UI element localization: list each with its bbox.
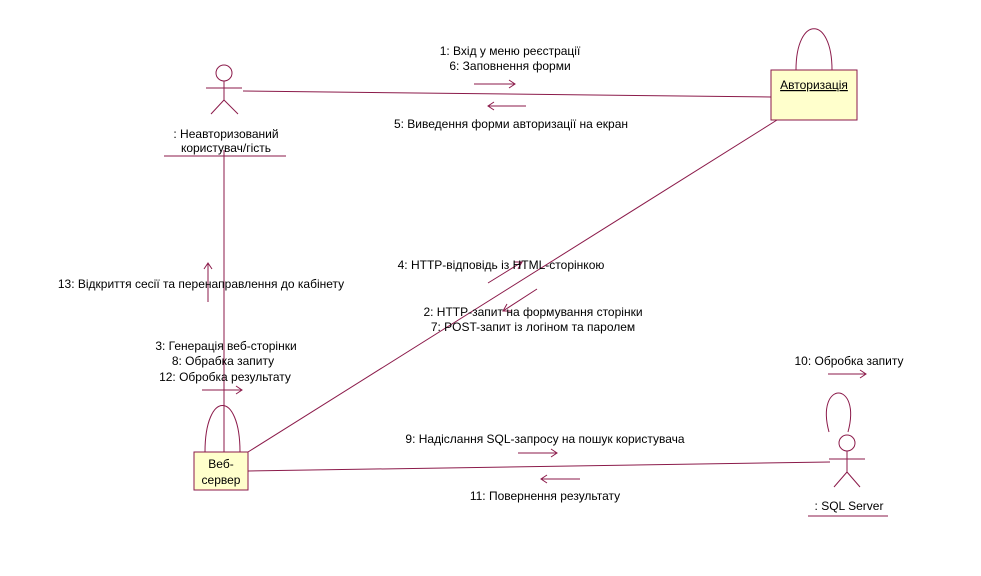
auth-object-label: Авторизація bbox=[780, 78, 848, 92]
arrow-m11 bbox=[540, 474, 580, 484]
message-7: 7: POST-запит із логіном та паролем bbox=[431, 320, 635, 334]
message-3: 3: Генерація веб-сторінки bbox=[155, 339, 296, 353]
message-12: 12: Обробка результату bbox=[159, 370, 291, 384]
auth-object-box bbox=[770, 69, 858, 121]
arrow-m5 bbox=[487, 101, 526, 111]
sql-actor-icon[interactable] bbox=[825, 392, 865, 488]
arrow-m1-m6 bbox=[474, 79, 516, 89]
auth-object[interactable]: Авторизація bbox=[770, 28, 858, 121]
arrow-m10 bbox=[828, 369, 867, 379]
message-8: 8: Обрабка запиту bbox=[172, 354, 274, 368]
guest-actor-icon[interactable] bbox=[206, 64, 242, 115]
message-6: 6: Заповнення форми bbox=[449, 59, 570, 73]
link-webserver-sql bbox=[247, 461, 831, 472]
webserver-object-box bbox=[193, 451, 249, 491]
webserver-label-line1: Веб- bbox=[208, 457, 233, 471]
message-2: 2: HTTP-запит на формування сторінки bbox=[423, 305, 642, 319]
message-11: 11: Повернення результату bbox=[470, 489, 620, 503]
message-10: 10: Обробка запиту bbox=[795, 354, 904, 368]
auth-self-loop bbox=[795, 28, 833, 71]
message-9: 9: Надіслання SQL-запросу на пошук корис… bbox=[405, 432, 684, 446]
guest-label-line1: : Неавторизований bbox=[173, 127, 278, 141]
sql-label: : SQL Server bbox=[815, 499, 884, 513]
link-webserver-auth bbox=[247, 119, 778, 453]
arrow-m2-m7 bbox=[502, 288, 538, 312]
link-guest-auth bbox=[242, 90, 772, 98]
sql-self-loop bbox=[825, 392, 852, 433]
message-5: 5: Виведення форми авторизації на екран bbox=[394, 117, 628, 131]
guest-label-line2: користувач/гість bbox=[181, 141, 271, 155]
message-13: 13: Відкриття сесії та перенаправлення д… bbox=[58, 277, 344, 291]
webserver-object[interactable]: Веб- сервер bbox=[193, 405, 249, 491]
arrow-m4 bbox=[487, 261, 523, 284]
arrow-m13 bbox=[203, 262, 213, 302]
arrow-m9 bbox=[518, 448, 558, 458]
webserver-self-loop bbox=[204, 405, 241, 453]
message-1: 1: Вхід у меню реєстрації bbox=[440, 44, 581, 58]
message-4: 4: HTTP-відповідь із HTML-сторінкою bbox=[398, 258, 605, 272]
arrow-m3-m8-m12 bbox=[202, 385, 243, 395]
webserver-label-line2: сервер bbox=[202, 473, 241, 487]
